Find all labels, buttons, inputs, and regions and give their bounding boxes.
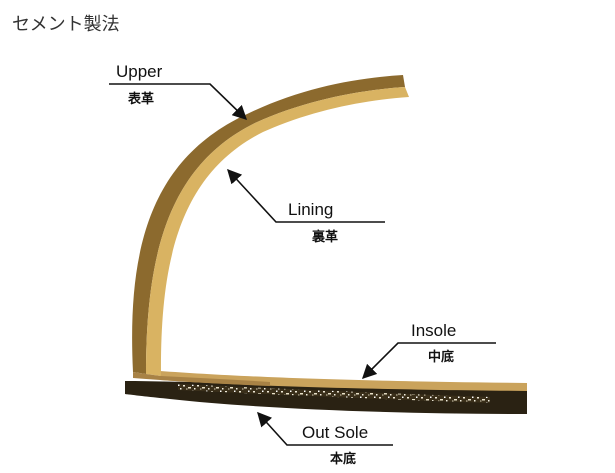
lining-label-ja: 裏革 [311, 229, 338, 245]
insole-label-en: Insole [411, 321, 456, 340]
lining-label-en: Lining [288, 200, 333, 219]
upper-leader-line [109, 83, 248, 121]
outsole-label-ja: 本底 [330, 451, 356, 467]
outsole-label-en: Out Sole [302, 423, 368, 442]
upper-shape [132, 75, 405, 374]
insole-shape [160, 371, 527, 391]
lining-leader-line [227, 168, 385, 223]
upper-label-en: Upper [116, 62, 163, 81]
outsole-leader-line [257, 411, 393, 446]
cement-layer [178, 384, 490, 403]
page-title: セメント製法 [12, 14, 120, 35]
lasted-margin [133, 372, 270, 386]
lining-shape [146, 87, 409, 376]
insole-label-ja: 中底 [428, 349, 454, 365]
upper-label-ja: 表革 [127, 91, 154, 107]
insole-leader-line [361, 342, 496, 380]
